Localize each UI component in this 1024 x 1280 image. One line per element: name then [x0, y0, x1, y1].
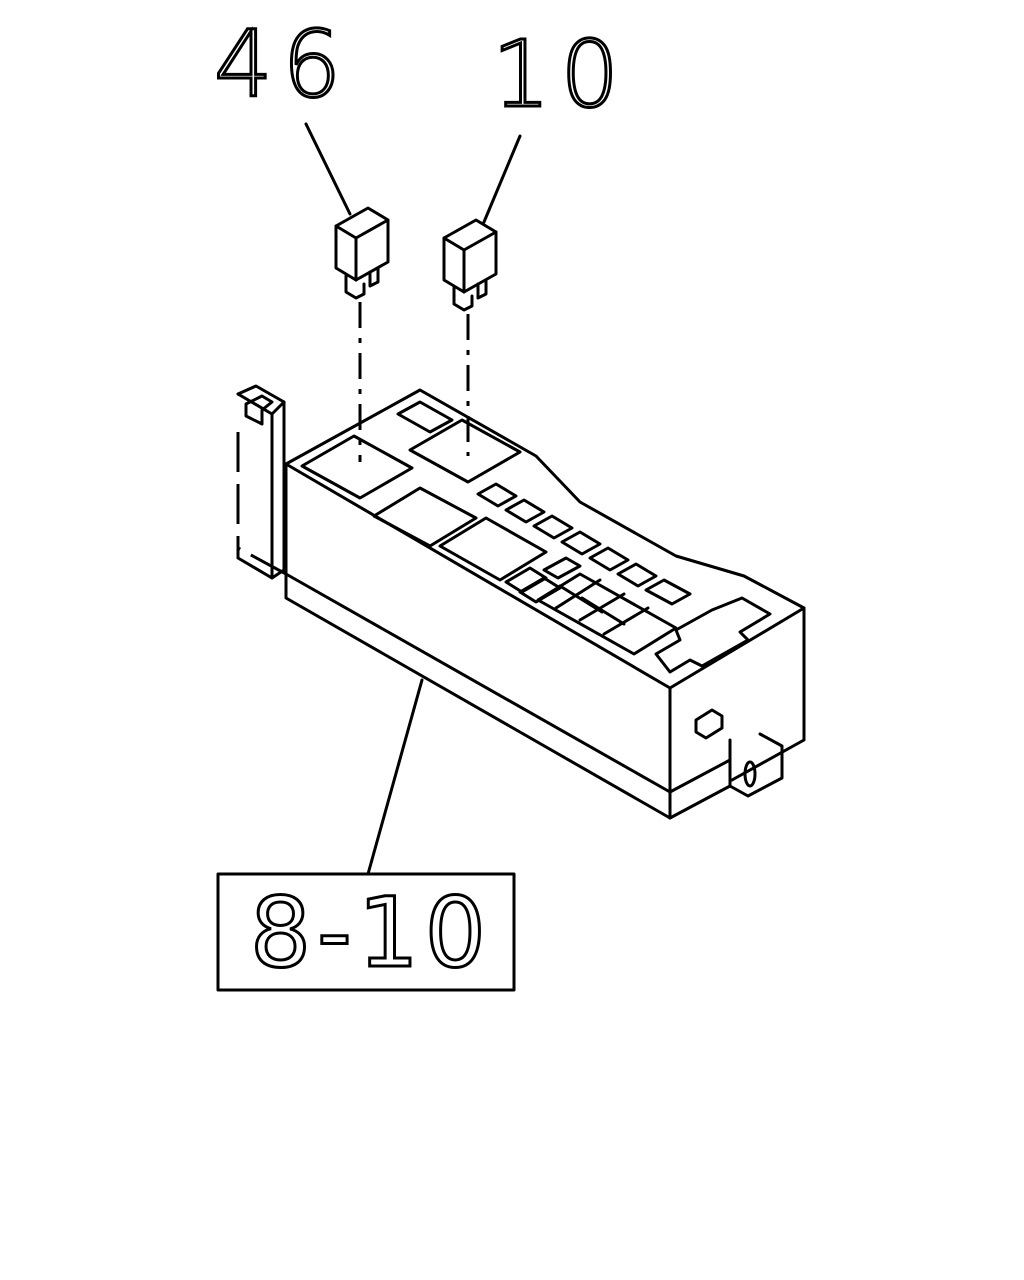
mounting-bracket[interactable] — [236, 384, 286, 580]
leader-line-8-10 — [366, 678, 424, 876]
callout-46-label[interactable]: 46 — [213, 10, 351, 120]
relay-box[interactable] — [237, 388, 806, 820]
reference-box-8-10[interactable]: 8-10 — [216, 872, 516, 992]
leader-line-46 — [304, 122, 352, 216]
leader-line-10 — [482, 134, 522, 224]
reference-box-label: 8-10 — [250, 877, 492, 989]
callout-10-label[interactable]: 10 — [491, 20, 629, 130]
relay-46[interactable] — [334, 206, 390, 300]
relay-10[interactable] — [442, 218, 498, 312]
